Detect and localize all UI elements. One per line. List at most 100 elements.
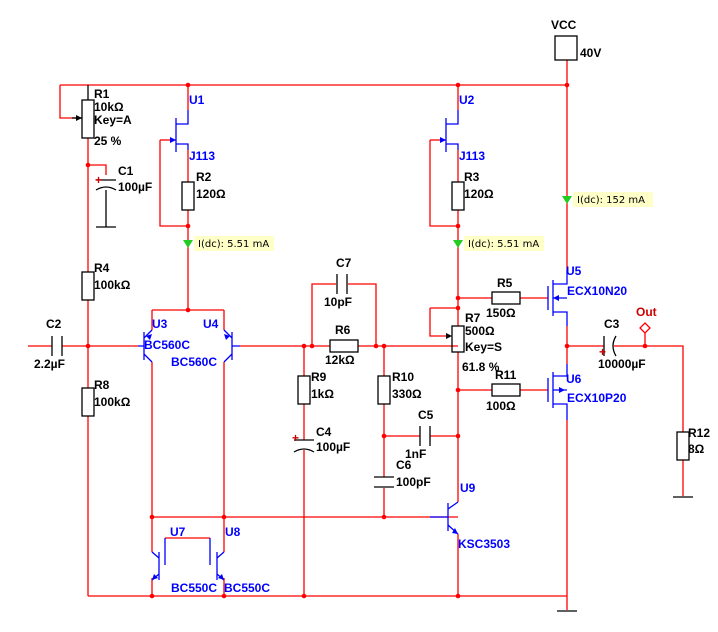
c7-right-wire bbox=[348, 283, 377, 346]
c7-capacitor[interactable]: C7 10pF bbox=[324, 256, 352, 309]
r3-resistor[interactable]: R3 120Ω bbox=[451, 170, 494, 211]
probe-box bbox=[194, 236, 274, 251]
u3-ref-label: U3 bbox=[152, 317, 168, 331]
junction-dot bbox=[455, 223, 461, 229]
c7-value-label: 10pF bbox=[324, 295, 352, 309]
junction-dot bbox=[455, 387, 461, 393]
u5-mosfet[interactable]: U5 ECX10N20 bbox=[547, 264, 627, 326]
u5-ref-label: U5 bbox=[566, 264, 582, 278]
u7-transistor[interactable]: U7 BC550C bbox=[151, 525, 217, 595]
c4-capacitor[interactable]: + C4 100µF bbox=[292, 425, 350, 454]
junction-dot bbox=[642, 343, 648, 349]
channel-arrow-icon bbox=[553, 295, 559, 301]
probe-u5-current[interactable]: I(dc): 152 mA bbox=[562, 192, 653, 207]
c1-top-wire bbox=[88, 164, 107, 175]
vcc-source[interactable]: VCC 40V bbox=[551, 18, 601, 61]
c5-ref-label: C5 bbox=[418, 408, 434, 422]
u3-transistor[interactable]: U3 BC560C bbox=[138, 317, 190, 363]
c6-capacitor[interactable]: C6 100pF bbox=[374, 458, 431, 489]
probe-text: I(dc): 5.51 mA bbox=[198, 239, 269, 250]
emitter-arrow-icon bbox=[146, 334, 152, 340]
r11-resistor[interactable]: R11 100Ω bbox=[486, 368, 521, 413]
polarity-plus-icon: + bbox=[292, 431, 299, 445]
npn-transistor-icon bbox=[151, 538, 166, 581]
probe-u2-current[interactable]: I(dc): 5.51 mA bbox=[453, 236, 544, 251]
c1-capacitor[interactable]: + C1 100µF bbox=[95, 164, 152, 215]
junction-dot bbox=[564, 343, 570, 349]
u2-ref-label: U2 bbox=[459, 93, 475, 107]
r10-resistor[interactable]: R10 330Ω bbox=[377, 370, 422, 405]
junctions bbox=[85, 82, 648, 599]
u2-jfet[interactable]: U2 J113 bbox=[440, 93, 485, 163]
jfet-icon bbox=[445, 110, 459, 152]
r8-resistor[interactable]: R8 100kΩ bbox=[81, 378, 131, 417]
u6-mosfet[interactable]: U6 ECX10P20 bbox=[547, 364, 627, 420]
probe-arrow-icon bbox=[183, 240, 193, 248]
u8-model-label: BC550C bbox=[224, 581, 270, 595]
u8-ref-label: U8 bbox=[225, 525, 241, 539]
r4-value-label: 100kΩ bbox=[94, 278, 131, 292]
r1-potentiometer[interactable]: R1 10kΩ Key=A 25 % bbox=[72, 85, 132, 148]
capacitors: + C1 100µF C2 2.2µF C7 10pF + C4 100µF C… bbox=[34, 164, 646, 489]
c5-value-label: 1nF bbox=[405, 447, 426, 461]
gate-arrow-icon bbox=[170, 137, 176, 143]
r6-value-label: 12kΩ bbox=[325, 353, 355, 367]
r9-resistor[interactable]: R9 1kΩ bbox=[297, 370, 334, 405]
r12-resistor[interactable]: R12 8Ω bbox=[676, 426, 710, 461]
u9-model-label: KSC3503 bbox=[458, 537, 510, 551]
r7-ref-label: R7 bbox=[465, 311, 481, 325]
resistor-body-icon bbox=[81, 387, 95, 417]
r8-value-label: 100kΩ bbox=[94, 395, 131, 409]
vcc-terminal-icon bbox=[554, 35, 578, 61]
capacitor-plate-icon bbox=[293, 448, 315, 453]
u9-transistor[interactable]: U9 KSC3503 bbox=[430, 481, 510, 551]
r11-ref-label: R11 bbox=[495, 368, 517, 382]
u8-transistor[interactable]: U8 BC550C bbox=[209, 525, 270, 595]
r2-ref-label: R2 bbox=[196, 170, 212, 184]
u7-model-label: BC550C bbox=[171, 581, 217, 595]
junction-dot bbox=[381, 433, 387, 439]
junction-dot bbox=[381, 343, 387, 349]
r5-resistor[interactable]: R5 150Ω bbox=[486, 276, 521, 320]
c2-capacitor[interactable]: C2 2.2µF bbox=[34, 317, 65, 371]
probe-box bbox=[573, 192, 653, 207]
r3-value-label: 120Ω bbox=[464, 187, 494, 201]
c5-capacitor[interactable]: C5 1nF bbox=[405, 408, 434, 461]
r12-value-label: 8Ω bbox=[688, 442, 705, 456]
c7-left-wire bbox=[311, 283, 336, 346]
polarity-plus-icon: + bbox=[599, 345, 606, 359]
resistor-body-icon bbox=[377, 375, 391, 405]
pnp-transistor-icon bbox=[138, 329, 153, 363]
r10-value-label: 330Ω bbox=[392, 387, 422, 401]
r2-resistor[interactable]: R2 120Ω bbox=[181, 170, 226, 211]
u4-model-label: BC560C bbox=[171, 355, 217, 369]
c2-value-label: 2.2µF bbox=[34, 357, 65, 371]
r6-resistor[interactable]: R6 12kΩ bbox=[325, 323, 359, 367]
npn-transistor-icon bbox=[430, 501, 459, 535]
c1-value-label: 100µF bbox=[118, 180, 152, 194]
u2-gate-loop-wire bbox=[429, 140, 458, 227]
capacitor-plate-icon bbox=[374, 476, 394, 488]
probe-box bbox=[464, 236, 544, 251]
resistor-body-icon bbox=[491, 383, 521, 397]
u6-ref-label: U6 bbox=[566, 372, 582, 386]
junction-dot bbox=[381, 514, 387, 520]
u1-jfet[interactable]: U1 J113 bbox=[170, 93, 215, 163]
c3-capacitor[interactable]: + C3 10000µF bbox=[598, 317, 646, 371]
r4-resistor[interactable]: R4 100kΩ bbox=[81, 261, 131, 301]
r7-potentiometer[interactable]: R7 500Ω Key=S 61.8 % bbox=[446, 311, 502, 374]
u1-model-label: J113 bbox=[189, 149, 215, 163]
resistor-body-icon bbox=[451, 181, 465, 211]
probe-u1-current[interactable]: I(dc): 5.51 mA bbox=[183, 236, 274, 251]
gate-arrow-icon bbox=[440, 137, 446, 143]
u4-transistor[interactable]: U4 BC560C bbox=[171, 317, 240, 369]
wiper-arrow-icon bbox=[446, 333, 452, 339]
u2-model-label: J113 bbox=[459, 149, 485, 163]
c4-value-label: 100µF bbox=[316, 440, 350, 454]
junction-dot bbox=[185, 223, 191, 229]
output-terminal[interactable]: Out bbox=[636, 305, 657, 334]
resistor-body-icon bbox=[81, 271, 95, 301]
probe-arrow-icon bbox=[562, 196, 572, 204]
pmos-icon bbox=[547, 364, 568, 420]
